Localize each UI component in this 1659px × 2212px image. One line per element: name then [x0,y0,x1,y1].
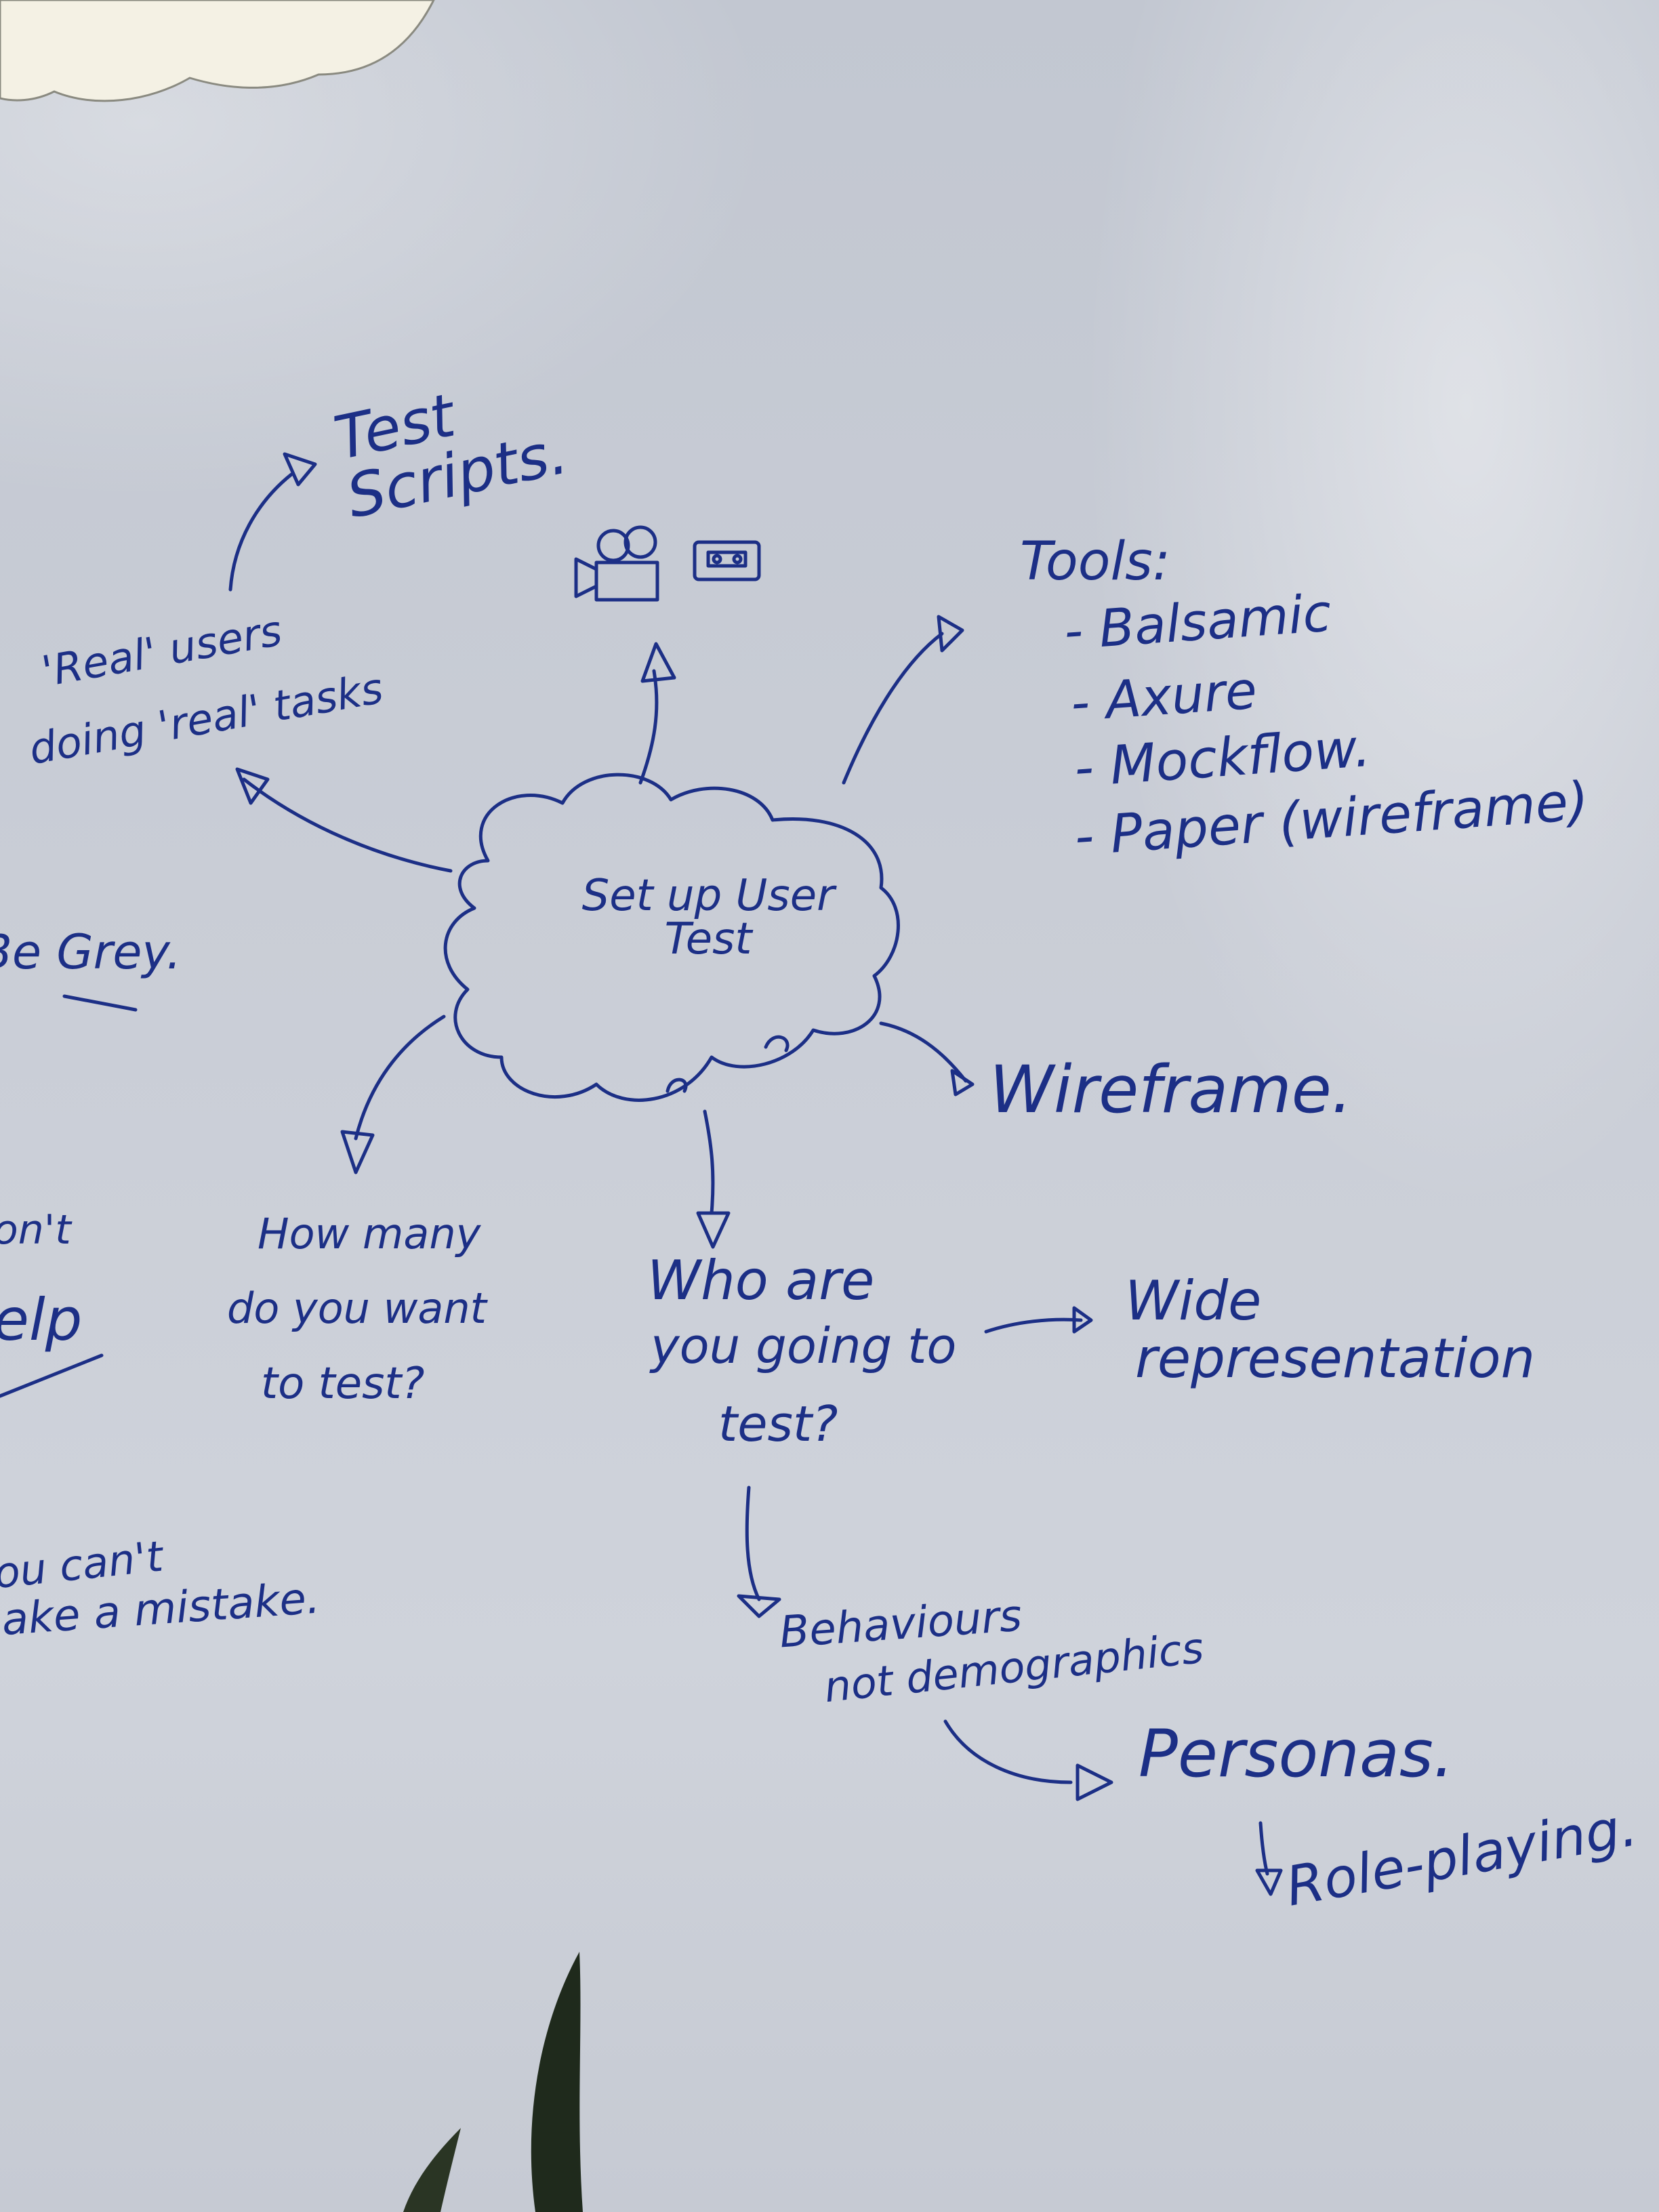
wide-rep-line-1: Wide [1125,1269,1262,1332]
arrow-to-personas [943,1719,1073,1784]
cassette-icon [693,540,761,581]
personas-label: Personas. [1139,1716,1454,1792]
center-cloud [443,773,900,1102]
arrow-to-wide-rep [984,1317,1083,1334]
arrow-up-to-camera [638,669,659,785]
how-many-line-2: do you want [227,1284,487,1333]
wall-light-reflection [1017,0,1659,1355]
wide-rep-line-2: representation [1135,1327,1536,1390]
plant-leaf-left [403,2128,461,2212]
how-many-line-1: How many [258,1209,481,1258]
arrow-to-test-scripts [228,472,293,592]
how-many-line-3: to test? [261,1359,425,1409]
plant-leaf-right [531,1952,583,2212]
arrow-to-real-users [242,777,453,873]
left-fragment-help: elp [0,1286,83,1354]
who-are-line-2: you going to [651,1317,957,1374]
arrow-to-wireframe [879,1021,968,1083]
who-are-line-3: test? [718,1395,838,1452]
arrow-to-role-playing [1258,1821,1269,1876]
tool-axure: - Axure [1069,659,1259,733]
arrow-to-tools [842,632,944,785]
tools-title: Tools: [1020,531,1171,592]
arrow-to-how-many [354,1015,446,1141]
arrow-to-behaviours [745,1486,761,1601]
lamp-shade [0,0,435,102]
wireframe-label: Wireframe. [989,1052,1353,1128]
who-are-line-1: Who are [647,1249,875,1312]
be-grey-label: Be Grey. [0,924,182,980]
center-label: Set up User Test [581,871,835,964]
lamp-glow [0,0,949,610]
camera-icon [574,525,659,602]
left-fragment-dont: on't [0,1206,71,1254]
arrow-to-who-are [703,1109,715,1215]
